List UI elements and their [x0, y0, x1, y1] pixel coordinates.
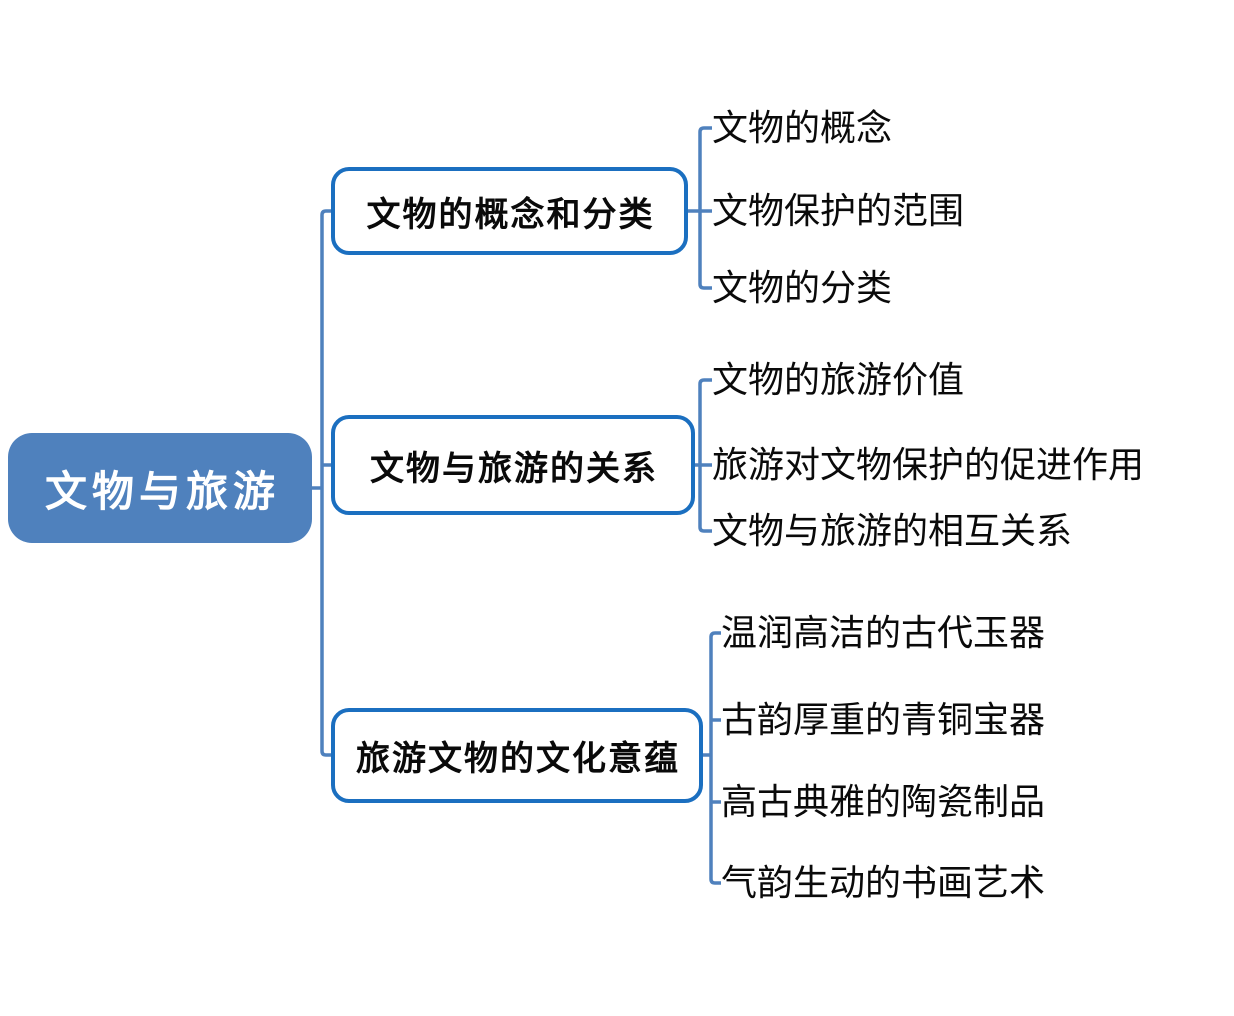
leaf-node: 气韵生动的书画艺术 — [721, 863, 1046, 903]
leaf-node: 文物与旅游的相互关系 — [712, 511, 1073, 551]
branch-node-cultural-meaning: 旅游文物的文化意蕴 — [331, 708, 703, 803]
root-node-label: 文物与旅游 — [44, 467, 280, 515]
leaf-node: 文物的旅游价值 — [712, 360, 965, 400]
root-connector — [312, 209, 331, 757]
branch-bracket-1 — [688, 126, 712, 290]
leaf-node: 旅游对文物保护的促进作用 — [712, 445, 1145, 485]
leaf-node: 温润高洁的古代玉器 — [721, 613, 1046, 653]
leaf-node: 文物保护的范围 — [712, 191, 965, 231]
branch-node-label: 文物与旅游的关系 — [370, 449, 658, 488]
branch-bracket-3 — [703, 631, 721, 885]
leaf-node: 文物的概念 — [712, 108, 893, 148]
branch-node-label: 旅游文物的文化意蕴 — [356, 740, 680, 778]
leaf-node: 高古典雅的陶瓷制品 — [721, 782, 1046, 822]
branch-node-concept-classification: 文物的概念和分类 — [331, 167, 688, 255]
leaf-node: 文物的分类 — [712, 268, 893, 308]
branch-node-relation-tourism: 文物与旅游的关系 — [331, 415, 695, 515]
leaf-node: 古韵厚重的青铜宝器 — [721, 700, 1046, 740]
branch-node-label: 文物的概念和分类 — [366, 195, 655, 234]
branch-bracket-2 — [695, 378, 712, 533]
root-node: 文物与旅游 — [8, 433, 312, 543]
